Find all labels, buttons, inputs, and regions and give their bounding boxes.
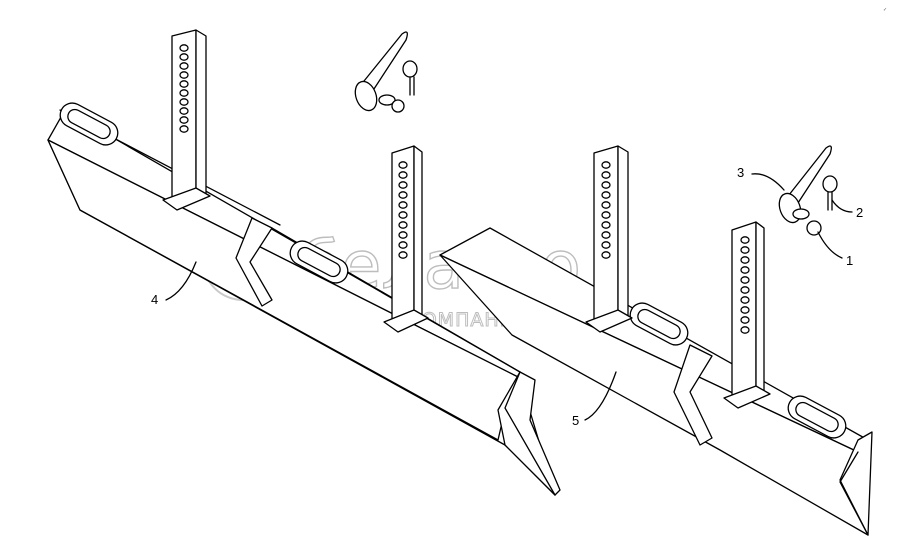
post-hole (601, 231, 611, 239)
callouts: 1 2 3 4 5 (151, 165, 863, 428)
post-hole (398, 201, 408, 209)
post-hole (398, 221, 408, 229)
leader-4 (165, 261, 197, 301)
post-hole (179, 89, 189, 97)
post-hole (740, 256, 750, 264)
post-4 (723, 221, 771, 409)
slot-right-1-inner (637, 308, 681, 340)
callout-5: 5 (572, 413, 579, 428)
pin-hardware-right (778, 145, 838, 236)
post-hole (398, 181, 408, 189)
post-3 (585, 145, 633, 333)
slot-left-2-inner (297, 246, 341, 278)
post-hole (398, 251, 408, 259)
callout-4: 4 (151, 292, 158, 307)
post-hole (740, 236, 750, 244)
leader-5 (584, 371, 617, 421)
post-hole (179, 62, 189, 70)
post-hole (601, 201, 611, 209)
post-hole (740, 276, 750, 284)
post-hole (601, 181, 611, 189)
post-hole (601, 241, 611, 249)
post-hole (601, 191, 611, 199)
post-hole (398, 241, 408, 249)
leader-2 (831, 199, 853, 213)
post-hole (398, 191, 408, 199)
scraper-left-end-plate (497, 371, 561, 496)
post-hole (601, 221, 611, 229)
slot-right-2-inner (795, 401, 839, 433)
post-hole (179, 80, 189, 88)
post-hole (601, 171, 611, 179)
post-hole (601, 161, 611, 169)
post-hole (179, 107, 189, 115)
washer-part-1 (806, 220, 822, 236)
post-hole (740, 296, 750, 304)
post-hole (179, 98, 189, 106)
clip-part-2 (822, 175, 838, 193)
scraper-right-joint (673, 344, 713, 446)
post-hole (179, 44, 189, 52)
post-hole (179, 71, 189, 79)
corner-mark: ✓ (883, 7, 887, 13)
leader-1 (817, 231, 843, 259)
leader-3 (751, 173, 785, 191)
post-hole (740, 316, 750, 324)
post-hole (601, 211, 611, 219)
post-hole (740, 326, 750, 334)
post-hole (740, 246, 750, 254)
slot-left-1-inner (67, 108, 111, 140)
post-hole (740, 266, 750, 274)
post-hole (740, 286, 750, 294)
post-1 (162, 29, 211, 211)
post-hole (398, 211, 408, 219)
post-hole (601, 251, 611, 259)
post-hole (179, 116, 189, 124)
callout-3: 3 (737, 165, 744, 180)
post-hole (398, 161, 408, 169)
post-hole (398, 231, 408, 239)
post-hole (179, 53, 189, 61)
post-2 (383, 145, 429, 333)
pin-hardware-top (354, 31, 418, 113)
post-hole (740, 306, 750, 314)
callout-2: 2 (856, 205, 863, 220)
post-hole (398, 171, 408, 179)
callout-1: 1 (846, 253, 853, 268)
post-hole (179, 125, 189, 133)
